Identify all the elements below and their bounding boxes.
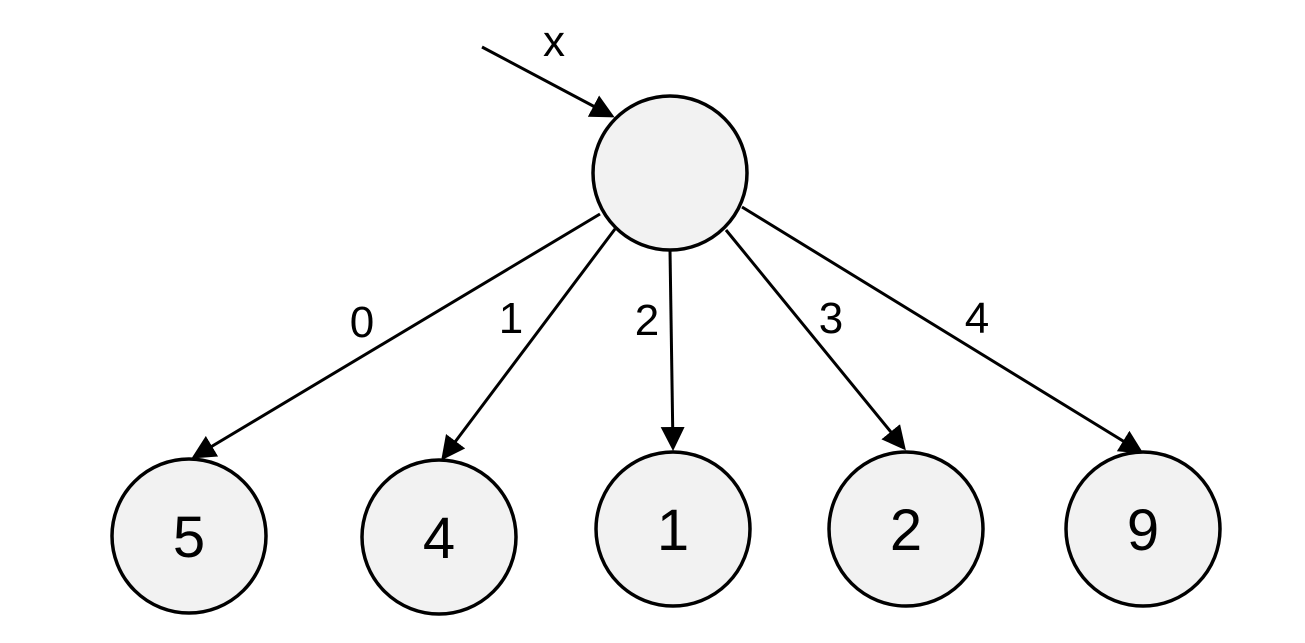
child-node-4 [1064,450,1222,608]
child-value-4: 9 [1127,498,1159,563]
edge-label-2: 2 [635,296,659,345]
root-node [591,94,749,252]
input-label: x [543,17,565,66]
child-node-0 [110,457,268,615]
edge-2 [660,249,685,451]
edge-1 [441,228,617,461]
child-value-0: 5 [173,505,205,570]
edge-label-4: 4 [965,294,989,343]
child-node-3 [827,450,985,608]
child-node-1 [360,458,518,616]
edge-label-1: 1 [499,294,523,343]
child-value-2: 1 [657,498,689,563]
input-edge [481,45,615,118]
child-value-1: 4 [423,506,455,571]
edge-4 [741,205,1144,454]
child-value-3: 2 [890,498,922,563]
edge-label-0: 0 [350,298,374,347]
child-node-2 [594,450,752,608]
edge-0 [191,212,601,459]
edge-3 [724,229,906,451]
edge-label-3: 3 [819,294,843,343]
